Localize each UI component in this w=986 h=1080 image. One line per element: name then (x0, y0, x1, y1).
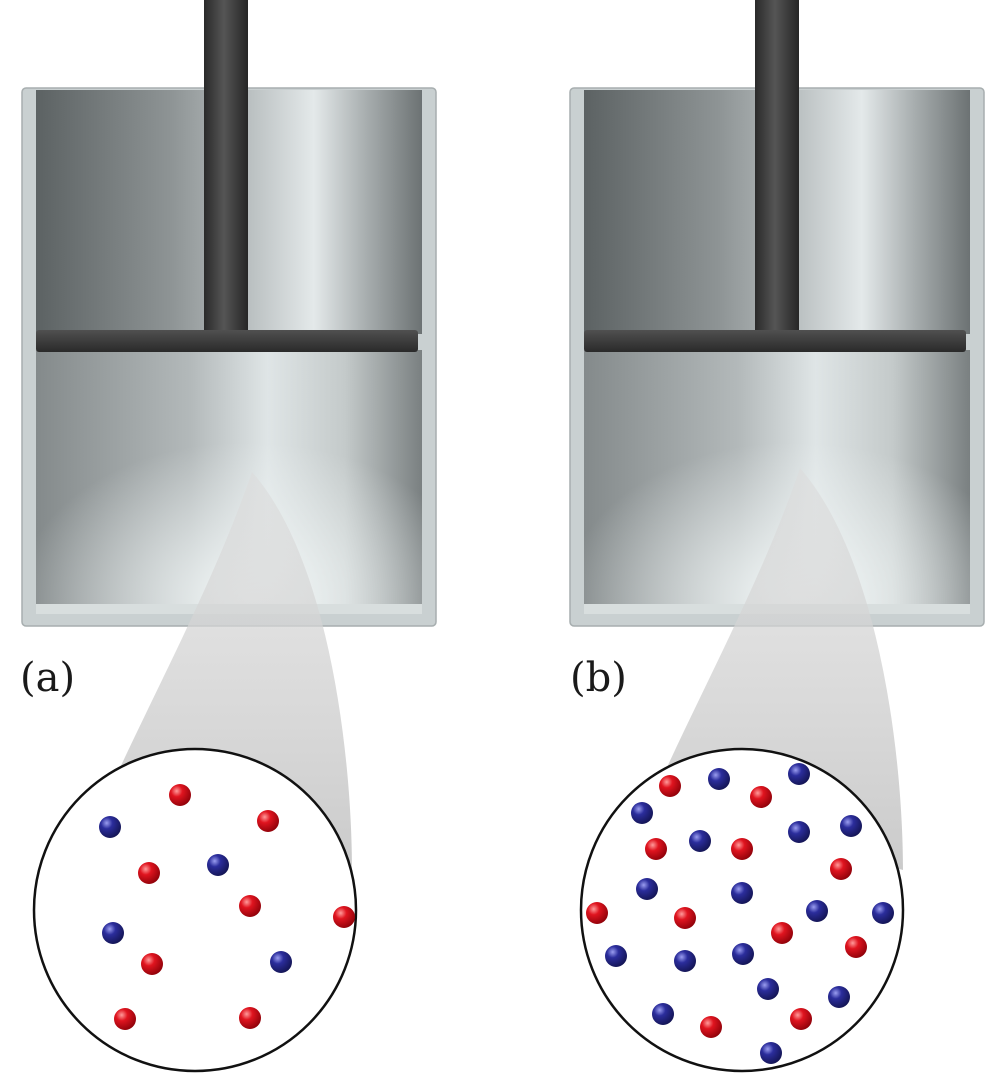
red-particle (138, 862, 160, 884)
red-particle (674, 907, 696, 929)
red-particle (731, 838, 753, 860)
piston-rod (204, 0, 248, 334)
red-particle (239, 1007, 261, 1029)
blue-particle (708, 768, 730, 790)
red-particle (239, 895, 261, 917)
red-particle (771, 922, 793, 944)
blue-particle (270, 951, 292, 973)
blue-particle (840, 815, 862, 837)
red-particle (790, 1008, 812, 1030)
red-particle (830, 858, 852, 880)
red-particle (845, 936, 867, 958)
panel-b (569, 0, 985, 1073)
blue-particle (757, 978, 779, 1000)
piston (36, 330, 418, 352)
blue-particle (689, 830, 711, 852)
blue-particle (788, 821, 810, 843)
red-particle (645, 838, 667, 860)
red-particle (659, 775, 681, 797)
red-particle (333, 906, 355, 928)
red-particle (257, 810, 279, 832)
blue-particle (674, 950, 696, 972)
magnified-view (579, 747, 905, 1073)
blue-particle (788, 763, 810, 785)
blue-particle (732, 943, 754, 965)
blue-particle (872, 902, 894, 924)
blue-particle (731, 882, 753, 904)
red-particle (169, 784, 191, 806)
blue-particle (102, 922, 124, 944)
blue-particle (828, 986, 850, 1008)
blue-particle (652, 1003, 674, 1025)
blue-particle (605, 945, 627, 967)
blue-particle (99, 816, 121, 838)
red-particle (141, 953, 163, 975)
panel-label-b: (b) (570, 655, 627, 701)
particles (99, 784, 355, 1030)
magnified-view (32, 747, 358, 1073)
red-particle (114, 1008, 136, 1030)
red-particle (700, 1016, 722, 1038)
particles (586, 763, 894, 1064)
red-particle (750, 786, 772, 808)
blue-particle (760, 1042, 782, 1064)
blue-particle (631, 802, 653, 824)
blue-particle (636, 878, 658, 900)
panel-a (21, 0, 437, 1073)
panel-label-a: (a) (20, 655, 76, 701)
red-particle (586, 902, 608, 924)
blue-particle (207, 854, 229, 876)
blue-particle (806, 900, 828, 922)
piston (584, 330, 966, 352)
piston-rod (755, 0, 799, 334)
